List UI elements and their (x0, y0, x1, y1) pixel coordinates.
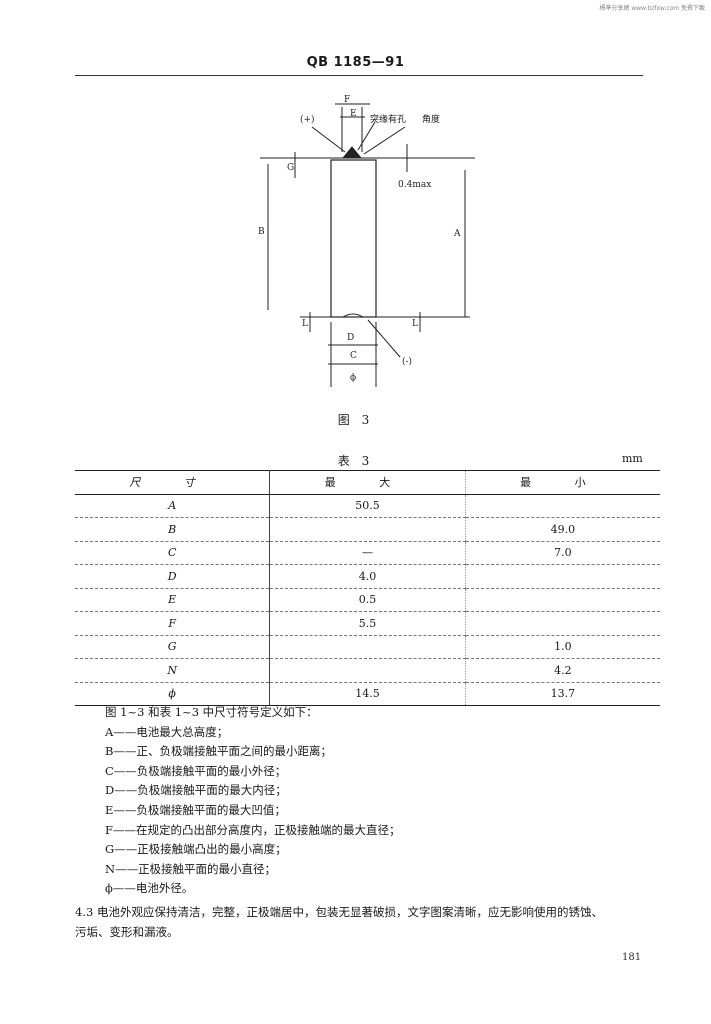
label-c: C (350, 351, 357, 361)
table-row: B 49.0 (75, 517, 660, 542)
cell-min (464, 588, 660, 612)
cell-dimension: ϕ (75, 682, 271, 706)
cell-min: 7.0 (464, 541, 660, 565)
label-f: F (344, 95, 350, 105)
definition-n: N——正极接触平面的最小直径； (105, 861, 277, 876)
cell-max (269, 658, 466, 683)
leader-hole (357, 121, 376, 151)
cell-dimension: D (75, 564, 271, 589)
positive-terminal (341, 146, 363, 159)
clause-number: 4.3 (75, 905, 94, 919)
cell-max: 0.5 (269, 588, 466, 612)
leader-neg (367, 319, 401, 358)
clause-line-1: 4.3 电池外观应保持清洁，完整，正极端居中，包装无显著破损，文字图案清晰，应无… (75, 902, 675, 922)
definition-b: B——正、负极端接触平面之间的最小距离； (105, 744, 332, 759)
definition-g: G——正极接触端凸出的最小高度； (105, 842, 287, 857)
cell-min (464, 494, 660, 518)
cell-max: 4.0 (269, 564, 466, 589)
label-dim-09: 0.4max (398, 180, 431, 190)
definition-c: C——负极端接触平面的最小外径； (105, 763, 287, 778)
cell-dimension: G (75, 635, 271, 659)
definition-f: F——在规定的凸出部分高度内，正极接触端的最大直径； (105, 822, 401, 837)
standard-code-header: QB 1185—91 (306, 55, 405, 70)
leader-angle (363, 126, 406, 155)
label-l: L (302, 319, 308, 329)
table-unit: mm (622, 452, 643, 465)
definitions-intro: 图 1~3 和表 1~3 中尺寸符号定义如下： (105, 705, 318, 719)
cell-max: 50.5 (269, 494, 466, 518)
clause-text-1: 电池外观应保持清洁，完整，正极端居中，包装无显著破损，文字图案清晰，应无影响使用… (96, 905, 603, 919)
definition-d: D——负极端接触平面的最大内径； (105, 783, 287, 798)
page-number: 181 (622, 952, 642, 963)
header-min: 最 小 (464, 470, 660, 495)
cell-max: 5.5 (269, 611, 466, 636)
table-row: G 1.0 (75, 635, 660, 659)
cell-dimension: B (75, 517, 271, 542)
definition-e: E——负极端接触平面的最大凹值； (105, 802, 286, 817)
cell-dimension: E (75, 588, 271, 612)
cell-max: — (269, 541, 466, 565)
header-rule (75, 75, 643, 76)
clause-4-3: 4.3 电池外观应保持清洁，完整，正极端居中，包装无显著破损，文字图案清晰，应无… (75, 902, 675, 942)
symbol-definitions: 图 1~3 和表 1~3 中尺寸符号定义如下： A——电池最大总高度； B——正… (105, 703, 400, 899)
figure-caption: 图 3 (337, 413, 374, 427)
watermark-text: 標準分享網 www.bzfxw.com 免費下載 (599, 5, 705, 12)
label-g: G (287, 163, 294, 173)
cell-min: 13.7 (464, 682, 660, 706)
cell-dimension: C (75, 541, 271, 565)
label-l-right: L (412, 319, 418, 329)
table-caption: 表 3 (337, 454, 374, 468)
cell-dimension: F (75, 611, 271, 636)
negative-terminal (342, 313, 364, 318)
cell-min (464, 611, 660, 636)
cell-dimension: A (75, 494, 271, 518)
label-neg-terminal: (-) (402, 356, 412, 367)
cell-min (464, 564, 660, 589)
battery-body (330, 159, 377, 318)
label-phi: ϕ (350, 373, 356, 383)
label-note-angle: 角度 (422, 113, 440, 125)
label-note-hole: 突缘有孔 (370, 113, 406, 125)
clause-line-2: 污垢、变形和漏液。 (75, 925, 179, 939)
cell-max (269, 635, 466, 659)
cell-min: 49.0 (464, 517, 660, 542)
table-header-row: 尺 寸 最 大 最 小 (75, 470, 660, 495)
label-b: B (258, 227, 265, 237)
label-e: E (350, 109, 357, 119)
cell-dimension: N (75, 658, 271, 683)
header-max: 最 大 (269, 470, 466, 495)
definition-phi: ϕ——电池外径。 (105, 881, 194, 896)
table-row: C—7.0 (75, 541, 660, 565)
cell-max (269, 517, 466, 542)
label-pos-terminal: (+) (300, 114, 315, 125)
cell-max: 14.5 (269, 682, 466, 706)
battery-dimension-drawing: F E (+) 突缘有孔 角度 G B A 0.4max L L D C ϕ (… (258, 95, 475, 387)
label-a: A (453, 229, 461, 239)
leader-pos (311, 126, 346, 153)
cell-min: 1.0 (464, 635, 660, 659)
cell-min: 4.2 (464, 658, 660, 683)
definition-a: A——电池最大总高度； (105, 724, 229, 739)
header-dimension: 尺 寸 (75, 470, 271, 495)
table-row: N 4.2 (75, 658, 660, 683)
label-d: D (347, 333, 354, 343)
